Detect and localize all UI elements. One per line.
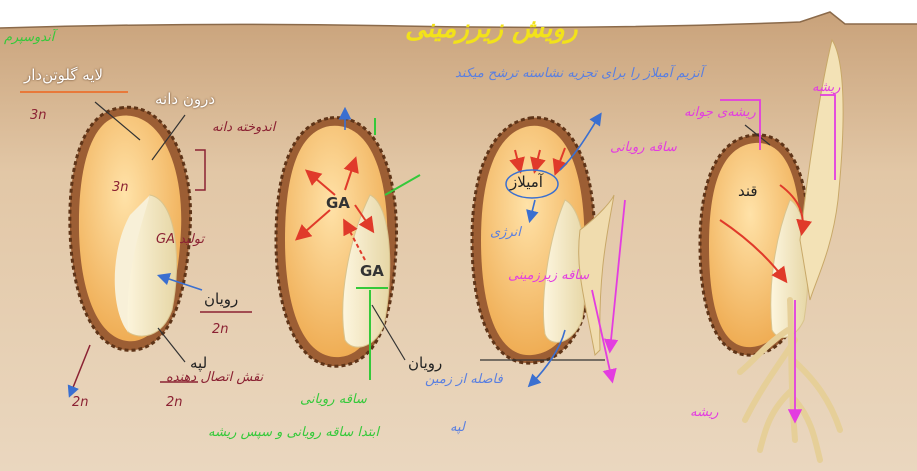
label-embryo-2: رویان <box>408 354 442 372</box>
label-sugar: قند <box>738 182 758 200</box>
note-cotyledon-role: نقش اتصال دهنده <box>166 370 263 385</box>
note-ploidy-endosperm: 3n <box>112 180 129 195</box>
note-blue-bottom: فاصله از زمین <box>425 372 503 387</box>
note-ploidy-cotyledon: 2n <box>72 395 89 410</box>
note-blue-bottom2: لپه <box>450 420 465 435</box>
note-ploidy-embryo: 2n <box>212 322 229 337</box>
title: رویش زیرزمینی <box>405 14 578 44</box>
label-aleurone-layer: لایه گلوتن‌دار <box>24 66 103 84</box>
note-endosperm: اندوخته دانه <box>212 120 275 135</box>
label-endosperm: درون دانه <box>155 90 215 108</box>
note-magenta-root: ریشه <box>690 405 718 420</box>
note-green-bottom2: ساقه رویانی <box>300 392 367 407</box>
note-green-top: آندوسپرم <box>4 30 54 45</box>
seed-2 <box>276 118 396 367</box>
note-blue-energy: انرژی <box>490 225 521 240</box>
note-ga-produce: تولید GA <box>156 232 204 247</box>
note-cotyledon-role2: 2n <box>166 395 183 410</box>
label-ga-2: GA <box>360 262 384 280</box>
note-blue-top: آنزیم آمیلاز را برای تجزیه نشاسته ترشح م… <box>455 66 703 81</box>
note-magenta-1: ساقه رویانی <box>610 140 677 155</box>
seed-1 <box>70 107 191 350</box>
note-magenta-3: ریشه <box>812 80 840 95</box>
note-magenta-4: ریشه‌ی جوانه <box>684 105 756 120</box>
label-embryo-1: رویان <box>204 290 238 308</box>
label-amylase: آمیلاز <box>510 173 543 191</box>
note-ploidy: 3n <box>30 108 47 123</box>
note-green-bottom: ابتدا ساقه رویانی و سپس ریشه <box>208 425 379 440</box>
label-ga-1: GA <box>326 194 350 212</box>
note-magenta-2: ساقه زیرزمینی <box>508 268 589 283</box>
